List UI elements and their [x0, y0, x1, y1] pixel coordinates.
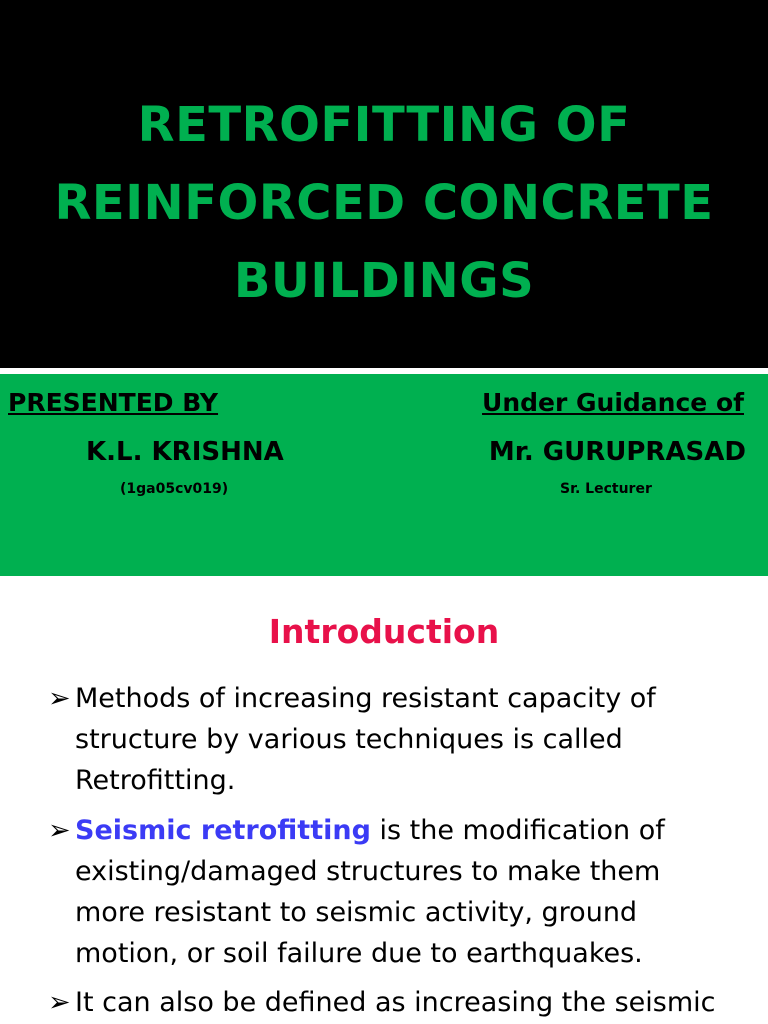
arrow-bullet-icon: ➢	[48, 683, 71, 714]
guidance-label: Under Guidance of	[482, 388, 744, 417]
bullet-item: ➢ Seismic retrofitting is the modificati…	[48, 810, 728, 974]
presenter-band	[0, 374, 768, 576]
bullet-text: Methods of increasing resistant capacity…	[75, 683, 656, 796]
bullet-body: is the modification of existing/damaged …	[75, 815, 665, 969]
guide-name: Mr. GURUPRASAD	[488, 437, 746, 467]
highlight-term: Seismic retrofitting	[75, 815, 371, 846]
title-slide: RETROFITTING OF REINFORCED CONCRETE BUIL…	[0, 0, 768, 576]
title-line: REINFORCED CONCRETE	[54, 175, 714, 231]
presenter-name: K.L. KRISHNA	[86, 437, 284, 467]
introduction-heading: Introduction	[268, 612, 500, 651]
presented-by-label: PRESENTED BY	[8, 388, 219, 417]
presenter-id: (1ga05cv019)	[120, 481, 229, 497]
bullet-item: ➢ Methods of increasing resistant capaci…	[48, 678, 728, 801]
title-line: BUILDINGS	[233, 253, 535, 309]
divider	[0, 368, 768, 374]
slide-title: RETROFITTING OF REINFORCED CONCRETE BUIL…	[0, 86, 768, 320]
bullet-item: ➢ It can also be defined as increasing t…	[48, 982, 728, 1023]
arrow-bullet-icon: ➢	[48, 987, 71, 1018]
bullet-text: It can also be defined as increasing the…	[75, 987, 716, 1018]
title-line: RETROFITTING OF	[137, 97, 631, 153]
arrow-bullet-icon: ➢	[48, 815, 71, 846]
guide-role: Sr. Lecturer	[560, 481, 652, 497]
introduction-slide: Introduction ➢ Methods of increasing res…	[0, 576, 768, 1024]
bullet-text: Seismic retrofitting is the modification…	[48, 810, 728, 974]
